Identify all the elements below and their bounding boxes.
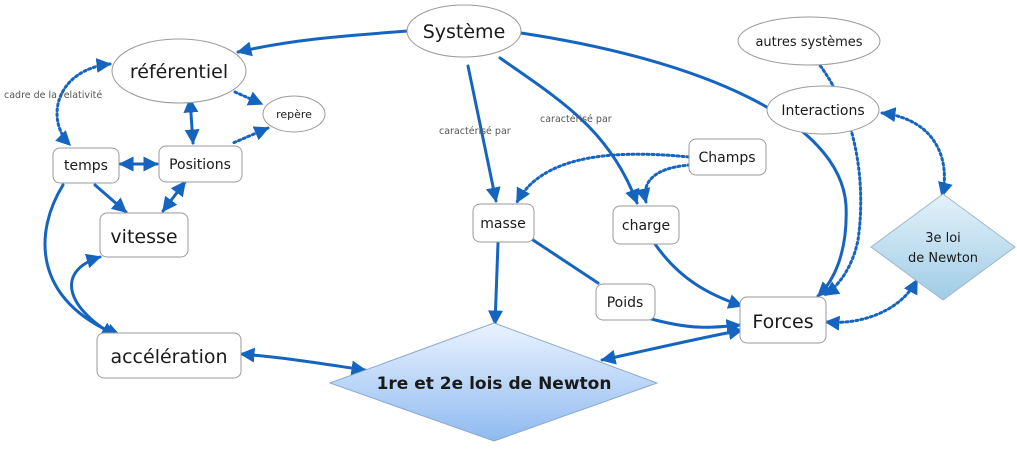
link-acceleration-lois12: [239, 347, 367, 376]
link-label-caracterise-charge: caractérisé par: [540, 114, 612, 125]
node-forces-label: Forces: [752, 311, 813, 333]
link-positions-vitesse: [161, 180, 187, 213]
link-label-relativite: cadre de la relativité: [4, 90, 102, 101]
link-referentiel-temps: [55, 58, 112, 147]
link-forces-loi3: [824, 278, 919, 331]
node-masse-label: masse: [480, 216, 525, 232]
link-masse-lois12: [488, 241, 503, 326]
node-lois12[interactable]: 1re et 2e lois de Newton: [328, 322, 659, 442]
link-champs-charge: [635, 163, 692, 204]
link-referentiel-positions: [183, 97, 200, 145]
node-vitesse-label: vitesse: [110, 226, 177, 248]
node-loi3-label-line2: de Newton: [908, 251, 978, 266]
node-loi3[interactable]: 3e loi de Newton: [870, 193, 1016, 301]
node-temps[interactable]: temps: [52, 147, 120, 184]
link-temps-acceleration: [43, 183, 122, 338]
node-masse[interactable]: masse: [472, 203, 535, 243]
link-vitesse-acceleration: [70, 253, 117, 338]
node-champs[interactable]: Champs: [688, 138, 767, 176]
link-masse-poids: [531, 238, 600, 285]
node-temps-label: temps: [64, 158, 108, 174]
node-repere-label: repère: [276, 108, 312, 121]
link-systeme-forces: [519, 31, 848, 298]
node-referentiel-label: référentiel: [130, 61, 228, 83]
node-interactions[interactable]: Interactions: [766, 85, 880, 135]
link-poids-forces: [646, 316, 742, 334]
node-autres-systemes[interactable]: autres systèmes: [737, 16, 881, 66]
node-referentiel[interactable]: référentiel: [111, 38, 247, 104]
link-label-caracterise-masse: caractérisé par: [439, 126, 511, 137]
node-vitesse[interactable]: vitesse: [99, 212, 189, 258]
node-acceleration[interactable]: accélération: [96, 332, 242, 379]
link-temps-vitesse: [93, 183, 128, 214]
link-systeme-masse: [466, 64, 501, 203]
node-interactions-label: Interactions: [781, 103, 864, 119]
link-positions-repere: [231, 126, 270, 145]
link-charge-forces: [653, 242, 744, 309]
node-positions[interactable]: Positions: [158, 145, 243, 183]
link-interactions-loi3: [880, 107, 953, 198]
node-systeme[interactable]: Système: [406, 4, 522, 58]
link-champs-masse: [515, 152, 691, 204]
node-systeme-label: Système: [423, 21, 506, 43]
link-systeme-referentiel: [236, 29, 410, 57]
node-repere[interactable]: repère: [262, 95, 326, 133]
link-forces-lois12: [600, 325, 744, 365]
link-systeme-charge: [498, 56, 640, 205]
node-positions-label: Positions: [169, 157, 231, 173]
node-poids-label: Poids: [607, 295, 644, 311]
node-charge-label: charge: [622, 218, 670, 234]
node-autres-systemes-label: autres systèmes: [755, 35, 862, 50]
node-forces[interactable]: Forces: [739, 296, 827, 344]
node-champs-label: Champs: [698, 150, 755, 166]
node-loi3-label-line1: 3e loi: [925, 231, 961, 246]
node-poids[interactable]: Poids: [595, 283, 656, 321]
node-acceleration-label: accélération: [110, 346, 227, 368]
node-lois12-label: 1re et 2e lois de Newton: [377, 374, 612, 394]
node-charge[interactable]: charge: [612, 205, 680, 245]
link-referentiel-repere: [233, 90, 264, 106]
